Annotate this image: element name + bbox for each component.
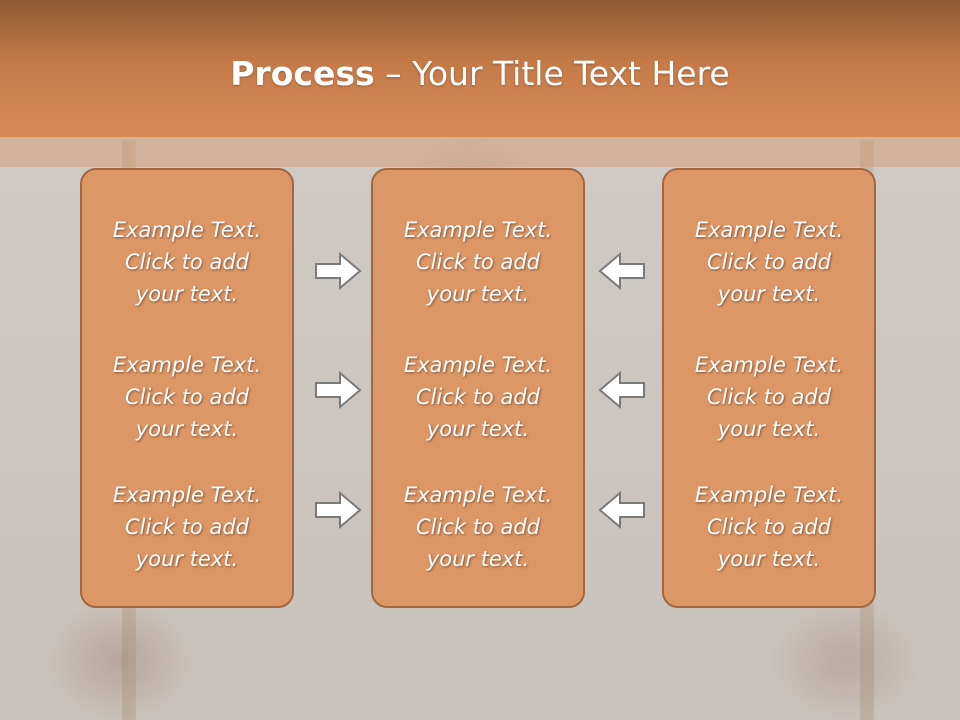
text-line: Click to add [124,385,249,409]
text-line: Click to add [706,250,831,274]
text-line: Click to add [124,515,249,539]
title-banner [0,0,960,137]
arrow-right-icon[interactable] [314,370,362,410]
text-line: Click to add [415,385,540,409]
text-line: Example Text. [694,218,844,242]
title-banner-strip [0,137,960,167]
text-line: your text. [135,282,239,306]
text-placeholder[interactable]: Example Text. Click to add your text. [373,479,583,575]
text-line: Example Text. [403,218,553,242]
text-line: your text. [426,282,530,306]
text-placeholder[interactable]: Example Text. Click to add your text. [664,214,874,310]
text-line: Example Text. [112,483,262,507]
slide-title-bold: Process [230,54,375,93]
arrow-left-icon[interactable] [598,370,646,410]
slide-title[interactable]: Process – Your Title Text Here [0,52,960,96]
text-line: Click to add [706,515,831,539]
process-box-left[interactable]: Example Text. Click to add your text. Ex… [80,168,294,608]
text-line: Example Text. [112,353,262,377]
text-placeholder[interactable]: Example Text. Click to add your text. [82,349,292,445]
text-line: your text. [426,417,530,441]
text-placeholder[interactable]: Example Text. Click to add your text. [664,479,874,575]
text-line: Example Text. [112,218,262,242]
text-line: Example Text. [694,483,844,507]
process-box-center[interactable]: Example Text. Click to add your text. Ex… [371,168,585,608]
text-line: Example Text. [694,353,844,377]
arrow-right-icon[interactable] [314,490,362,530]
slide-title-rest: – Your Title Text Here [374,54,730,93]
text-line: Example Text. [403,353,553,377]
arrow-left-icon[interactable] [598,490,646,530]
text-line: Click to add [706,385,831,409]
process-box-right[interactable]: Example Text. Click to add your text. Ex… [662,168,876,608]
text-line: Click to add [415,250,540,274]
text-placeholder[interactable]: Example Text. Click to add your text. [82,214,292,310]
text-line: your text. [717,282,821,306]
text-line: your text. [135,417,239,441]
text-line: your text. [717,417,821,441]
text-placeholder[interactable]: Example Text. Click to add your text. [82,479,292,575]
text-line: Click to add [124,250,249,274]
text-line: Click to add [415,515,540,539]
text-line: your text. [135,547,239,571]
text-line: your text. [426,547,530,571]
arrow-right-icon[interactable] [314,251,362,291]
text-line: Example Text. [403,483,553,507]
text-placeholder[interactable]: Example Text. Click to add your text. [373,349,583,445]
text-line: your text. [717,547,821,571]
text-placeholder[interactable]: Example Text. Click to add your text. [373,214,583,310]
text-placeholder[interactable]: Example Text. Click to add your text. [664,349,874,445]
arrow-left-icon[interactable] [598,251,646,291]
